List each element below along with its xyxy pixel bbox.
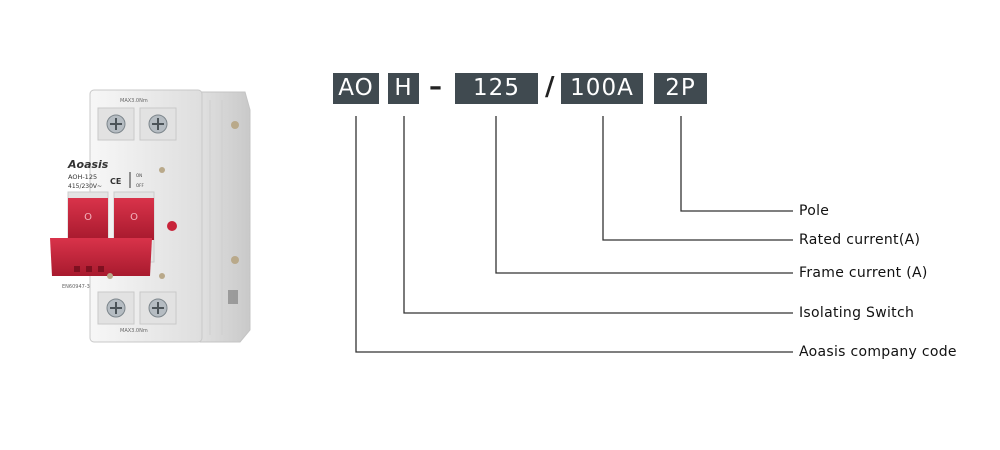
brand-text: Aoasis xyxy=(67,158,109,171)
leader-company-code xyxy=(355,116,793,353)
leader-pole xyxy=(680,116,793,212)
code-segment-type: H xyxy=(388,73,419,104)
label-isolating-switch: Isolating Switch xyxy=(799,305,915,321)
ce-mark: CE xyxy=(110,177,121,186)
leader-isolating-switch xyxy=(403,116,793,314)
on-text: ON xyxy=(136,173,142,178)
torque-top-text: MAX3.0Nm xyxy=(120,98,148,104)
code-segment-rated: 100A xyxy=(561,73,643,104)
handle-mark-right: O xyxy=(130,212,138,223)
label-company-code: Aoasis company code xyxy=(799,344,957,360)
off-text: OFF xyxy=(136,183,144,188)
isolating-switch-product-image: MAX3.0Nm Aoasis AOH-125 415/230V~ CE ON … xyxy=(50,89,251,343)
standard-text: EN60947-3 xyxy=(62,284,90,290)
handle-mark-left: O xyxy=(84,212,92,223)
label-frame-current: Frame current (A) xyxy=(799,265,928,281)
code-segment-company: AO xyxy=(333,73,379,104)
voltage-text: 415/230V~ xyxy=(68,183,102,190)
code-slash: / xyxy=(545,72,555,102)
code-dash: – xyxy=(429,72,442,102)
label-rated-current: Rated current(A) xyxy=(799,232,921,248)
label-pole: Pole xyxy=(799,203,830,219)
leader-rated-current xyxy=(602,116,793,241)
code-segment-frame: 125 xyxy=(455,73,538,104)
leader-frame-current xyxy=(495,116,793,274)
model-text: AOH-125 xyxy=(68,173,97,181)
torque-bottom-text: MAX3.0Nm xyxy=(120,328,148,334)
code-segment-pole: 2P xyxy=(654,73,707,104)
